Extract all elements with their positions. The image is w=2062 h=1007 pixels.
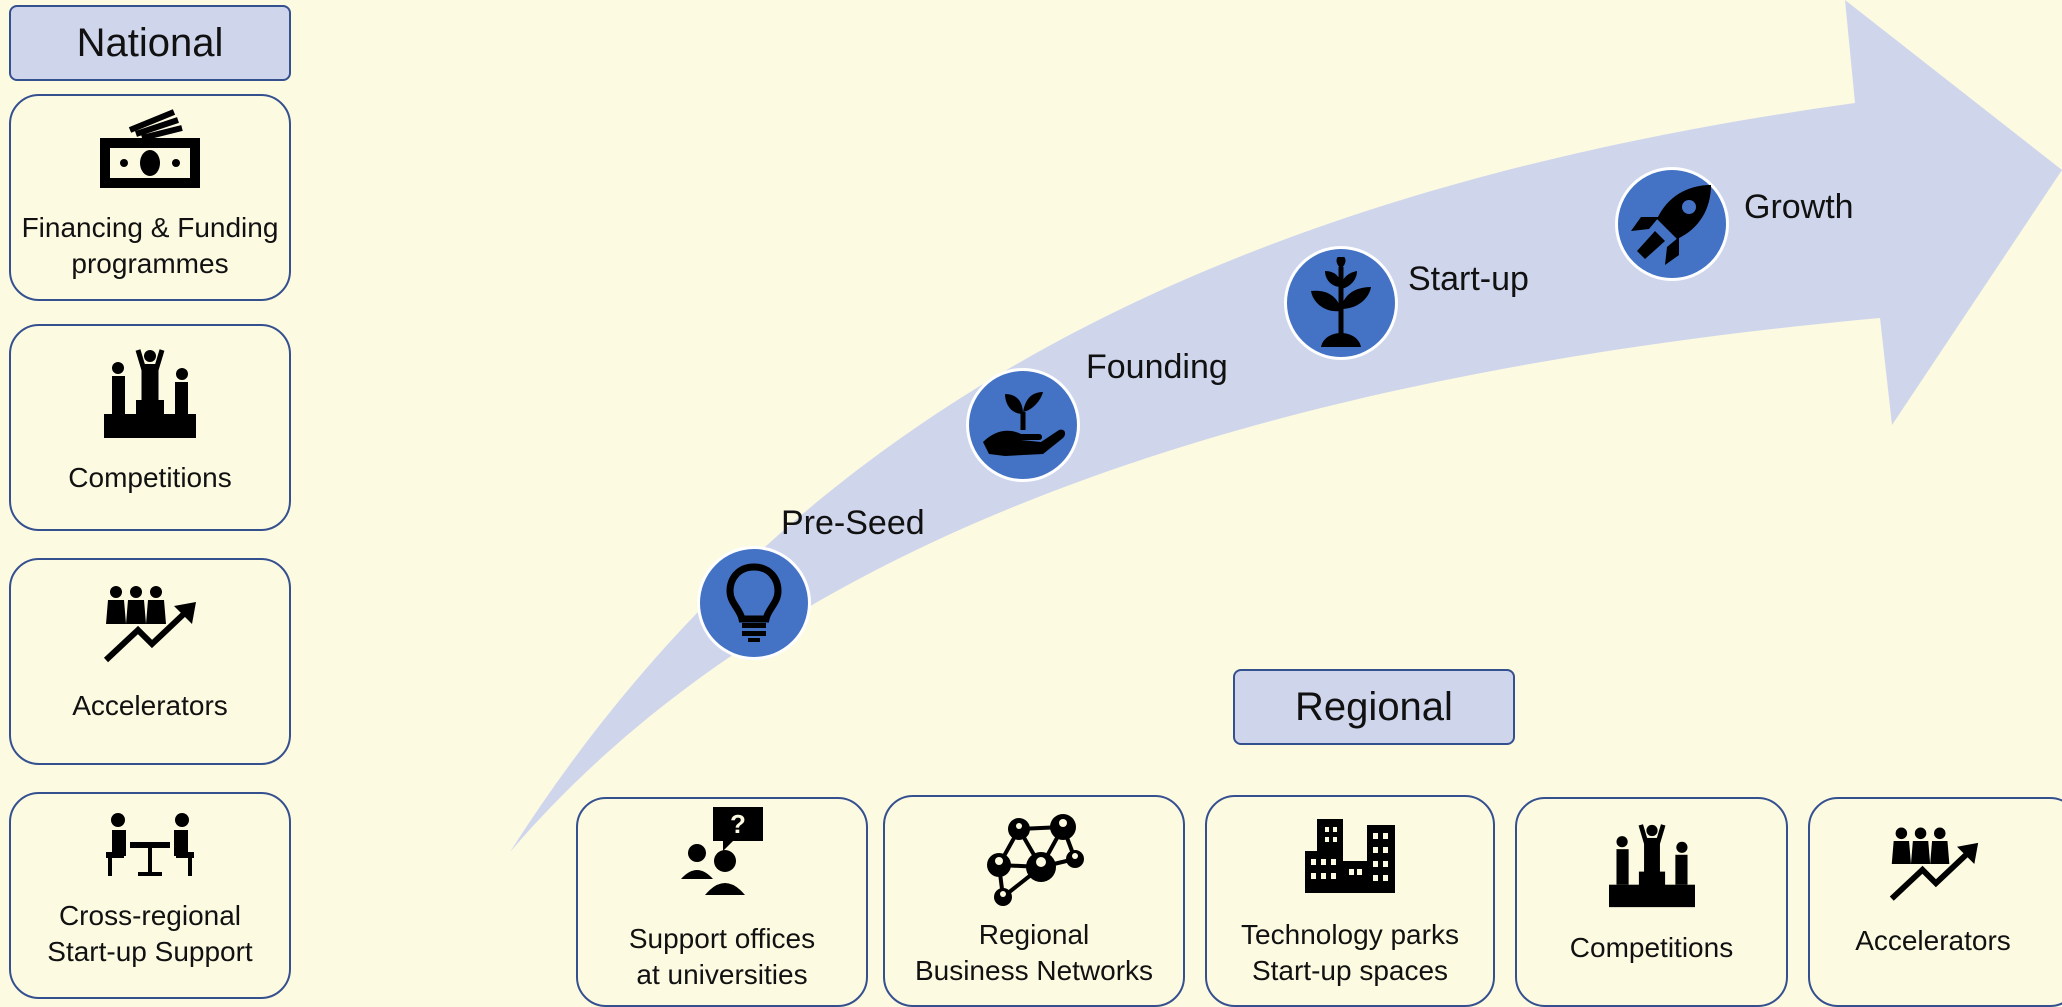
- regional-card-business-networks: Regional Business Networks: [883, 795, 1185, 1007]
- card-label-line1: Competitions: [1569, 932, 1734, 963]
- rocket-icon: [1615, 167, 1729, 281]
- meeting-icon: [11, 812, 289, 878]
- growth-team-icon: [1810, 825, 2062, 905]
- card-label-line1: Competitions: [68, 462, 232, 493]
- plant-icon: [1284, 246, 1398, 360]
- podium-icon: [1517, 823, 1786, 909]
- growth-team-icon: [11, 584, 289, 666]
- stage-label: Founding: [1086, 348, 1228, 386]
- stage-label: Start-up: [1408, 260, 1529, 298]
- seedling-hand-icon: [966, 368, 1080, 482]
- card-label-line2: at universities: [636, 959, 808, 990]
- svg-text:?: ?: [730, 809, 746, 839]
- card-label-line1: Accelerators: [1855, 925, 2011, 956]
- card-label-line2: programmes: [71, 248, 229, 279]
- lightbulb-icon: [697, 546, 811, 660]
- network-icon: [885, 809, 1183, 909]
- podium-icon: [11, 348, 289, 440]
- regional-card-support-offices: ? Support offices at universities: [576, 797, 868, 1007]
- regional-card-accelerators: Accelerators: [1808, 797, 2062, 1007]
- stage-label: Growth: [1744, 188, 1854, 226]
- question-support-icon: ?: [578, 805, 866, 897]
- stage-label: Pre-Seed: [781, 504, 925, 542]
- card-label-line1: Financing & Funding: [21, 212, 279, 243]
- card-label-line2: Business Networks: [914, 955, 1154, 986]
- regional-card-competitions: Competitions: [1515, 797, 1788, 1007]
- card-label-line1: Regional: [978, 919, 1090, 950]
- regional-card-technology-parks: Technology parks Start-up spaces: [1205, 795, 1495, 1007]
- national-card-financing: Financing & Funding programmes: [9, 94, 291, 301]
- regional-title: Regional: [1233, 669, 1515, 745]
- national-card-accelerators: Accelerators: [9, 558, 291, 765]
- buildings-icon: [1207, 817, 1493, 893]
- national-card-cross-regional: Cross-regional Start-up Support: [9, 792, 291, 999]
- card-label-line1: Support offices: [628, 923, 816, 954]
- card-label-line2: Start-up spaces: [1251, 955, 1449, 986]
- national-title: National: [9, 5, 291, 81]
- card-label-line1: Cross-regional: [58, 900, 242, 931]
- card-label-line1: Technology parks: [1241, 919, 1459, 950]
- card-label-line2: Start-up Support: [47, 936, 253, 967]
- card-label-line1: Accelerators: [72, 690, 228, 721]
- national-card-competitions: Competitions: [9, 324, 291, 531]
- money-icon: [11, 108, 289, 192]
